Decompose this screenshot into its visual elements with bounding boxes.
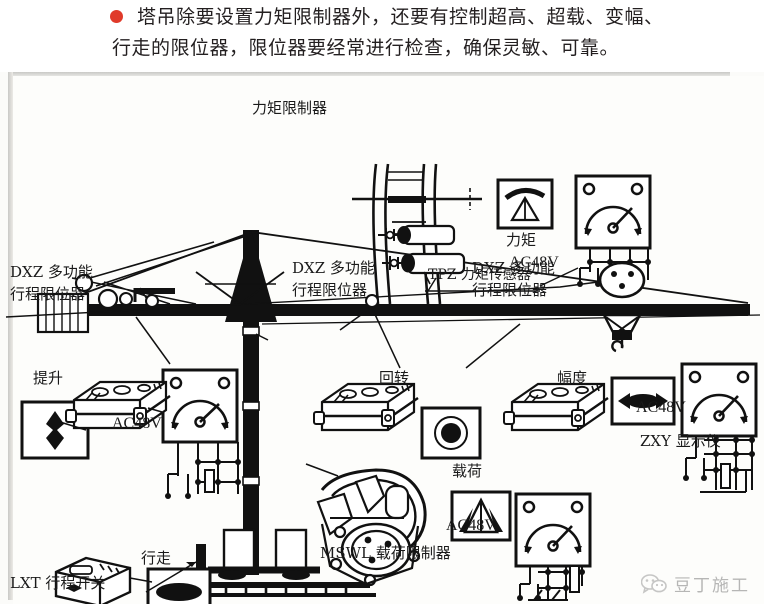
slew-pictogram-icon [420,406,482,460]
moment-pictogram-icon [496,178,554,230]
header-line-1: 塔吊除要设置力矩限制器外，还要有控制超高、超载、变幅、 [137,6,664,28]
bullet-marker-icon [110,10,123,23]
label-lxt-switch: LXT 行程开关 [10,574,106,592]
figure-frame-left [8,72,13,600]
label-dxz-left-2: 行程限位器 [10,285,86,303]
dxz-limit-switch-right [502,382,610,432]
crane-illustration [5,163,761,604]
label-zxy-display: ZXY 显示仪 [640,432,721,450]
label-dxz-mid-1: DXZ 多功能 [292,259,375,277]
figure-frame-top [8,72,730,76]
label-moment-limiter: 力矩限制器 [252,99,328,117]
header-line-2: 行走的限位器，限位器要经常进行检查，确保灵敏、可靠。 [112,37,620,59]
header-text: 塔吊除要设置力矩限制器外，还要有控制超高、超载、变幅、 行走的限位器，限位器要经… [112,2,737,64]
label-hoist-icon: 提升 [33,369,64,387]
load-gauge [514,492,592,568]
wechat-logo-icon [641,573,667,594]
dxz-limit-switch-mid [312,382,420,432]
label-tpz-sensor: TPZ 力矩传感器 [428,267,531,283]
travel-pictogram-icon [146,567,212,604]
label-load-icon: 载荷 [452,462,483,480]
load-pictogram-icon [450,490,512,542]
mswl-load-limiter [305,463,427,587]
label-ac48v-left: AC48V [112,415,162,432]
label-moment-icon: 力矩 [506,231,537,249]
label-dxz-left-1: DXZ 多功能 [10,263,93,281]
lxt-travel-switch [54,556,132,604]
label-ac48v-top: AC48V [509,254,559,271]
label-dxz-right-1: DXZ 多功能 [472,259,555,277]
label-slew-icon: 回转 [379,369,410,387]
header-paragraph: 塔吊除要设置力矩限制器外，还要有控制超高、超载、变幅、 行走的限位器，限位器要经… [0,0,764,72]
amplitude-pictogram-icon [610,376,676,426]
label-ac48v-bottom: AC48V [446,517,496,534]
label-dxz-right-2: 行程限位器 [472,281,548,299]
label-dxz-mid-2: 行程限位器 [292,281,368,299]
moment-gauge [574,174,652,250]
label-mswl-limiter: MSWL 载荷限制器 [320,544,451,562]
tower-crane-diagram: 力矩限制器 TPZ 力矩传感器 力矩 AC48V DXZ 多功能 行程限位器 D… [0,72,764,604]
amplitude-gauge [680,362,758,438]
label-ac48v-right: AC48V [636,399,686,416]
label-travel-icon: 行走 [141,549,172,567]
hoist-gauge [161,368,239,444]
watermark-text: 豆丁施工 [674,576,750,596]
watermark: 豆丁施工 [641,571,750,596]
label-amplitude-icon: 幅度 [557,369,588,387]
